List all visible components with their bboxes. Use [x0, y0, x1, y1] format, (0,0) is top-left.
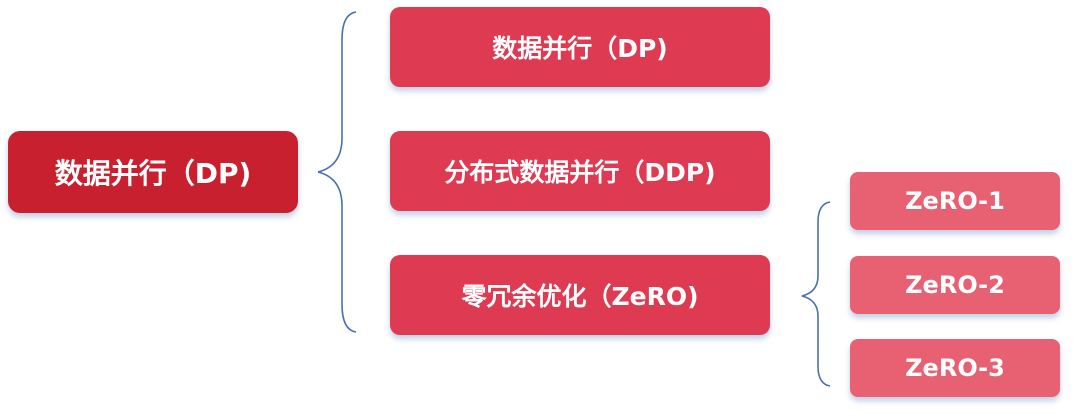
- root-brace: [317, 11, 357, 333]
- leaf-node-zero-2: ZeRO-2: [850, 256, 1060, 314]
- zero-brace: [801, 201, 831, 387]
- branch-node-zero: 零冗余优化（ZeRO): [390, 255, 770, 335]
- root-node: 数据并行（DP): [8, 131, 298, 213]
- branch-node-ddp: 分布式数据并行（DDP): [390, 131, 770, 211]
- leaf-node-zero-3: ZeRO-3: [850, 339, 1060, 397]
- leaf-node-zero-1: ZeRO-1: [850, 172, 1060, 230]
- branch-node-dp: 数据并行（DP): [390, 7, 770, 87]
